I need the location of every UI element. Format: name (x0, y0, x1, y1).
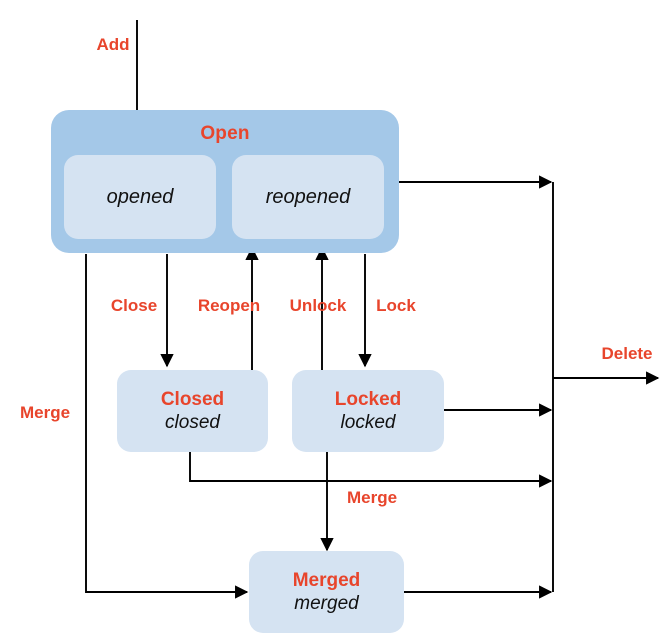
edge-label-merge-left: Merge (19, 403, 71, 422)
state-locked-label: locked (340, 412, 396, 433)
state-merged-title: Merged (292, 570, 361, 591)
edge-label-merge-center: Merge (346, 488, 398, 507)
edge-label-add: Add (96, 35, 130, 54)
state-reopened[interactable]: reopened (232, 155, 384, 239)
edge-label-unlock: Unlock (289, 296, 347, 315)
edge-label-reopen: Reopen (197, 296, 261, 315)
state-locked[interactable]: Locked locked (292, 370, 444, 452)
edge-label-close: Close (110, 296, 158, 315)
edge-label-delete: Delete (601, 344, 653, 363)
edge-closed-to-bus (189, 452, 553, 488)
state-opened-label: opened (106, 185, 174, 208)
state-locked-title: Locked (334, 389, 402, 410)
state-closed-label: closed (165, 412, 220, 433)
group-open-title: Open (200, 123, 250, 144)
state-merged[interactable]: Merged merged (249, 551, 404, 633)
state-closed[interactable]: Closed closed (117, 370, 268, 452)
state-opened[interactable]: opened (64, 155, 216, 239)
state-reopened-label: reopened (265, 185, 351, 208)
state-closed-title: Closed (160, 389, 225, 410)
group-open[interactable]: Open opened reopened (51, 110, 399, 253)
state-merged-label: merged (294, 593, 359, 614)
edge-label-lock: Lock (376, 296, 416, 315)
